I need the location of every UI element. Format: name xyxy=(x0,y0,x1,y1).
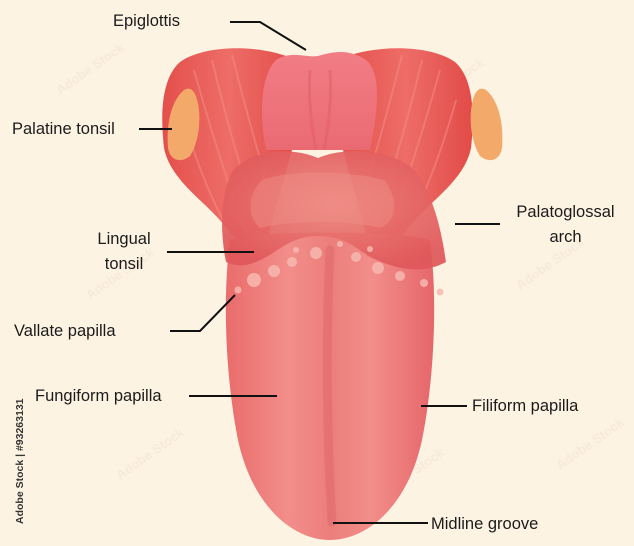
lingual-tonsil-highlight xyxy=(250,173,394,229)
stock-credit: Adobe Stock | #93263131 xyxy=(14,404,26,524)
label-palatine-tonsil: Palatine tonsil xyxy=(12,118,115,140)
leader-vallate-papilla xyxy=(170,295,235,331)
label-midline-groove: Midline groove xyxy=(431,513,538,535)
label-fungiform-papilla: Fungiform papilla xyxy=(35,385,162,407)
label-palatoglossal-arch-line1: Palatoglossal xyxy=(503,201,628,223)
label-palatoglossal-arch-line2: arch xyxy=(503,226,628,248)
midline-groove-shape xyxy=(327,250,332,522)
leader-epiglottis xyxy=(230,22,306,50)
label-vallate-papilla: Vallate papilla xyxy=(14,320,116,342)
label-lingual-tonsil-line1: Lingual xyxy=(84,228,164,250)
svg-text:Adobe Stock: Adobe Stock xyxy=(113,424,187,482)
right-palatine-tonsil xyxy=(471,89,503,161)
svg-text:Adobe Stock: Adobe Stock xyxy=(53,39,127,97)
label-epiglottis: Epiglottis xyxy=(113,10,180,32)
label-filiform-papilla: Filiform papilla xyxy=(472,395,578,417)
epiglottis-shape xyxy=(262,52,377,150)
svg-text:Adobe Stock: Adobe Stock xyxy=(553,414,627,472)
label-lingual-tonsil-line2: tonsil xyxy=(84,253,164,275)
